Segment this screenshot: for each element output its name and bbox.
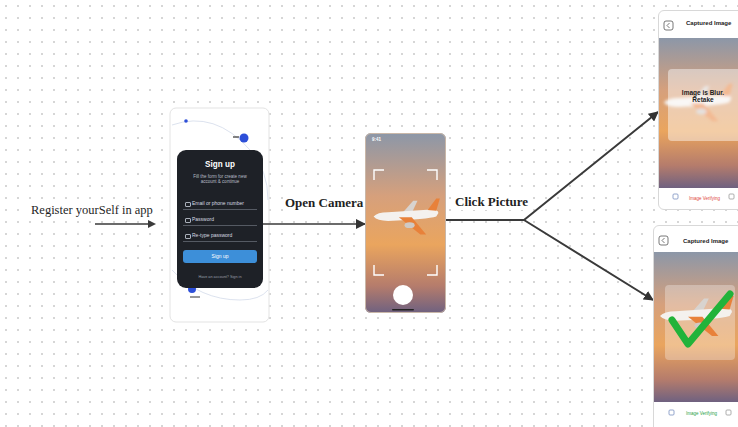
captured-screen: Captured ImageImage Verifying — [653, 225, 738, 427]
captured-screen: Captured ImageImage Verifying Image is Bl… — [658, 10, 738, 210]
field-icon — [185, 234, 191, 239]
node-text: Have an account? Sign in — [177, 275, 263, 279]
signup-button: Sign up — [183, 250, 257, 263]
edge-label: Open Camera — [283, 196, 365, 211]
blur-overlay: Image is Blur. Retake — [668, 69, 738, 141]
node-text: Email or phone number — [192, 201, 244, 207]
camera-screen: 9:41 — [365, 133, 446, 313]
phone-signup — [170, 108, 269, 322]
node-text: Password — [192, 217, 214, 223]
input-field: Re-type password — [183, 230, 257, 242]
flow-arrow — [446, 112, 658, 220]
node-text: Image Verifying — [686, 411, 717, 416]
node-text: Image is Blur. Retake — [677, 89, 729, 104]
node-text: 9:41 — [372, 137, 381, 142]
node-text: Sign up — [183, 254, 257, 260]
arrow-head — [148, 220, 156, 228]
node-text: Fill the form for create new account & c… — [191, 174, 249, 184]
input-field: Email or phone number — [183, 198, 257, 210]
field-icon — [185, 202, 191, 207]
step-label: Register yourSelf in app — [29, 203, 155, 217]
node-text: Sign up — [177, 160, 263, 169]
edge-label: Click Picture — [453, 195, 530, 210]
node-text: Captured Image — [683, 238, 728, 245]
node-text: Captured Image — [686, 20, 731, 27]
arrow-line — [95, 223, 150, 225]
input-field: Password — [183, 214, 257, 226]
flow-arrow — [446, 220, 653, 300]
node-text: Re-type password — [192, 233, 232, 239]
field-icon — [185, 218, 191, 223]
flow-arrow — [263, 223, 365, 225]
node-text: Image Verifying — [689, 196, 720, 201]
signup-card: Sign up Fill the form for create new acco… — [177, 150, 263, 288]
phone-camera — [365, 133, 446, 313]
phone-verified-result — [653, 225, 738, 427]
